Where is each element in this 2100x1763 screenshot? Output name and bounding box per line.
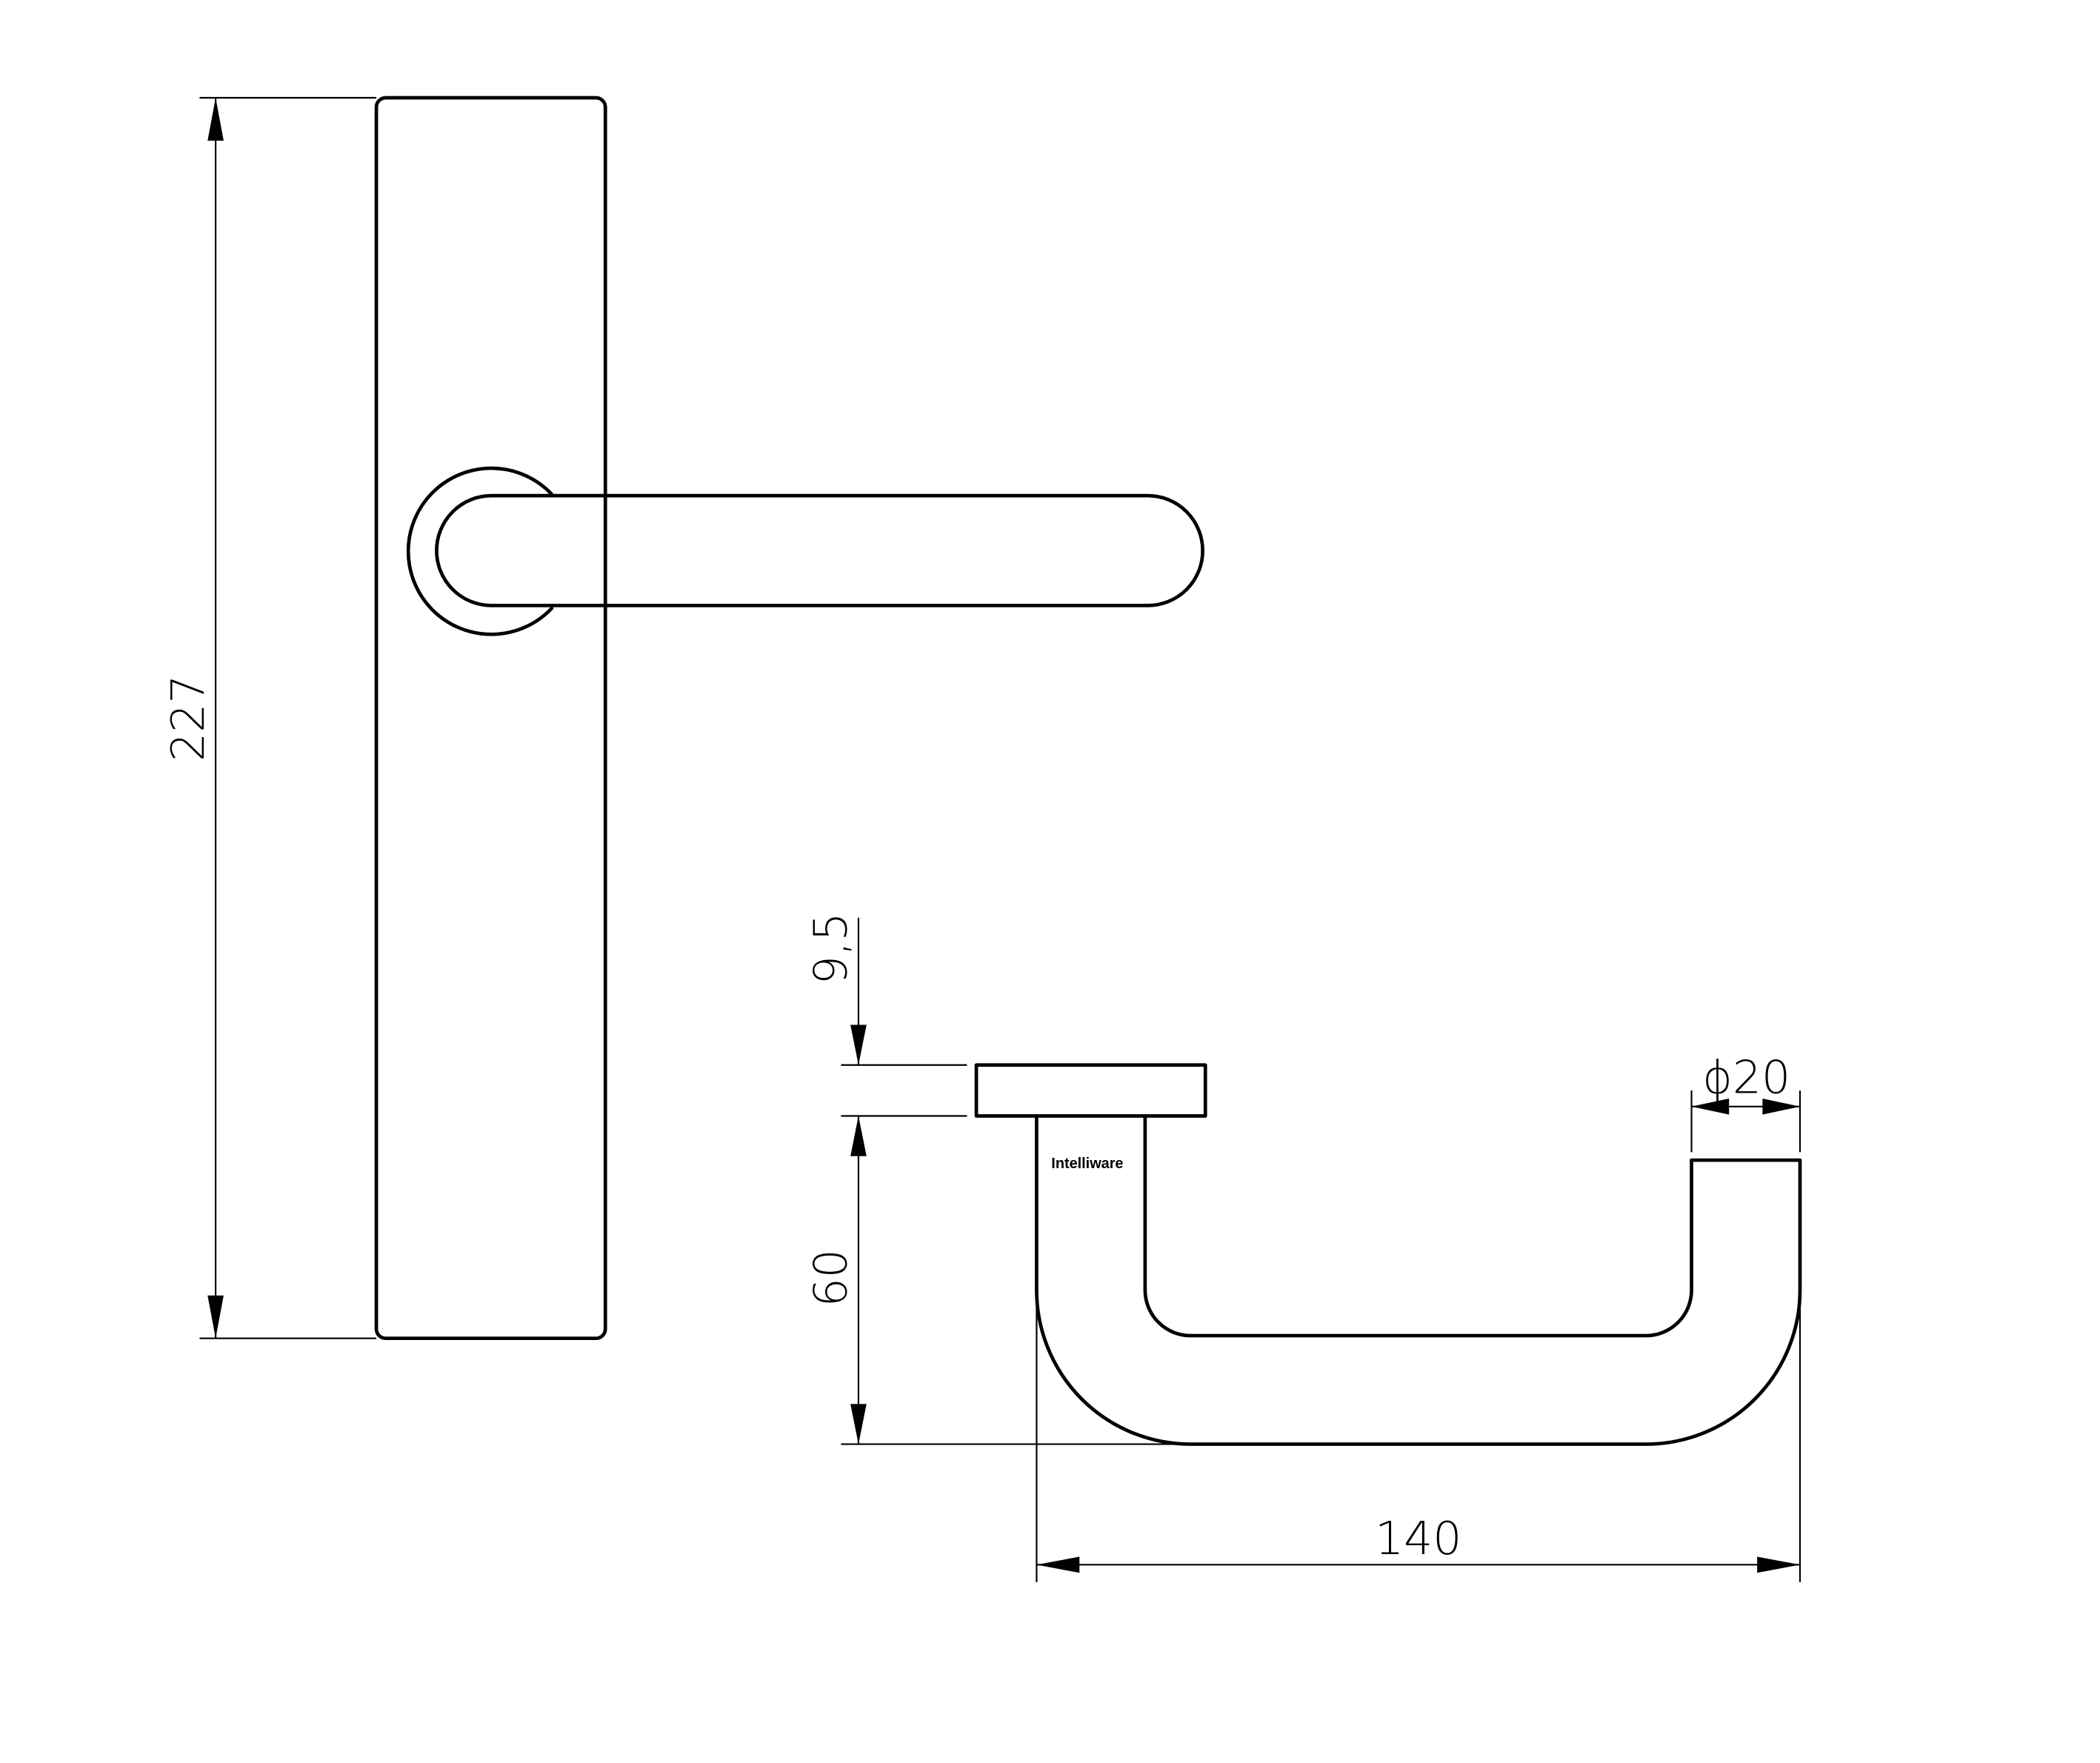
side-view: Intelliware xyxy=(974,1063,1802,1446)
lever-handle-front xyxy=(435,493,1204,607)
arrowhead-left xyxy=(1036,1556,1080,1573)
front-view xyxy=(374,96,1204,1341)
arrowhead-right xyxy=(1757,1556,1800,1573)
lever-projection-label: 140 xyxy=(1375,1513,1461,1565)
dimension-bar-diameter: ϕ20 xyxy=(1690,1052,1801,1153)
arrowhead-up xyxy=(850,1116,867,1156)
dimension-plate-height: 227 xyxy=(162,96,377,1339)
rose-side xyxy=(974,1063,1207,1118)
dimension-lever-height: 60 xyxy=(805,1116,1191,1445)
plate-height-label: 227 xyxy=(162,675,215,761)
arrowhead-down xyxy=(850,1024,867,1065)
arrowhead-up xyxy=(207,98,224,141)
back-plate xyxy=(374,96,607,1341)
rose xyxy=(406,466,554,636)
arrowhead-down xyxy=(850,1404,867,1444)
lever-handle-side xyxy=(1035,1114,1802,1446)
bar-diameter-label: ϕ20 xyxy=(1702,1052,1790,1104)
rose-thickness-label: 9,5 xyxy=(805,913,858,985)
dimension-rose-thickness: 9,5 xyxy=(805,913,967,1117)
arrowhead-right xyxy=(1762,1098,1800,1115)
dimension-lever-projection: 140 xyxy=(1036,1290,1801,1582)
arrowhead-left xyxy=(1691,1098,1730,1115)
lever-height-label: 60 xyxy=(805,1249,858,1307)
brand-marking: Intelliware xyxy=(1051,1156,1123,1172)
arrowhead-down xyxy=(207,1295,224,1339)
